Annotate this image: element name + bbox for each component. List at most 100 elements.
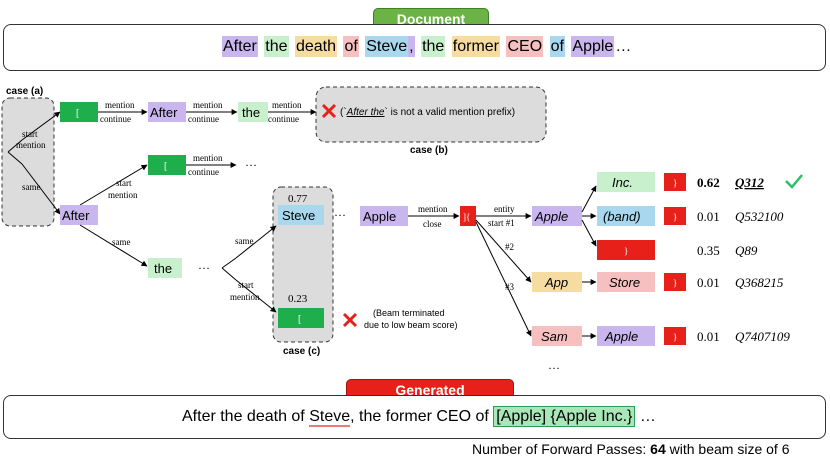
edge-root-bracket <box>21 111 61 141</box>
svg-text:[: [ <box>164 161 167 172</box>
node-inc <box>597 172 655 192</box>
score-023: 0.23 <box>288 293 308 305</box>
generated-panel <box>3 395 826 439</box>
node-store <box>597 272 655 292</box>
node-after-2 <box>60 205 98 225</box>
cand-app: App <box>544 275 568 290</box>
svg-text:mention: mention <box>108 190 138 200</box>
svg-text:}: } <box>673 212 677 222</box>
dots-bottom: ··· <box>548 361 560 375</box>
score-077: 0.77 <box>288 193 308 205</box>
qid-row-2: Q532100 <box>735 209 784 224</box>
qid-row-4: Q368215 <box>735 275 784 290</box>
document-token: , <box>408 36 415 57</box>
svg-text:the: the <box>154 261 172 276</box>
document-token: of <box>343 36 359 57</box>
svg-text:#3: #3 <box>505 282 515 292</box>
generated-text: After the death of Steve, the former CEO… <box>182 406 656 427</box>
svg-text:[: [ <box>76 108 79 119</box>
svg-text:mention: mention <box>230 292 260 302</box>
svg-text:After: After <box>62 208 90 223</box>
score-row-1: 0.62 <box>697 175 720 190</box>
svg-text:Apple: Apple <box>363 209 396 224</box>
document-text: After the death of Steve, the former CEO… <box>222 36 632 57</box>
close-box-5 <box>664 327 686 345</box>
svg-text:}: } <box>673 332 677 342</box>
score-row-5: 0.01 <box>697 329 720 344</box>
svg-text:mention: mention <box>418 204 448 214</box>
label-continue-1: continue <box>100 114 131 124</box>
svg-text:After: After <box>150 105 178 120</box>
label-mention-1: mention <box>105 100 135 110</box>
label-mention-3: mention <box>272 100 302 110</box>
cand-store: Store <box>609 275 640 290</box>
node-the-2 <box>148 258 182 278</box>
x-icon-b <box>321 103 337 119</box>
beam-note-2: due to low beam score) <box>364 320 458 330</box>
gen-before: After the death of <box>182 408 310 425</box>
dots-right: ··· <box>334 208 346 222</box>
node-bracket-1 <box>60 102 98 122</box>
document-token: of <box>549 36 565 57</box>
case-a-label: case (a) <box>6 86 43 97</box>
node-steve <box>278 205 324 225</box>
cand-band: (band) <box>603 209 641 224</box>
qid-row-1: Q312 <box>735 175 764 190</box>
dots-mid: ··· <box>198 261 210 275</box>
score-row-2: 0.01 <box>697 209 720 224</box>
node-close-q89 <box>597 240 655 260</box>
gen-link: [Apple] {Apple Inc.} <box>493 406 636 427</box>
svg-text:entity: entity <box>494 204 515 214</box>
document-token: death <box>294 36 337 57</box>
svg-text:continue: continue <box>188 167 219 177</box>
svg-text:[: [ <box>298 314 301 325</box>
case-c-label: case (c) <box>283 346 320 357</box>
svg-text:start #1: start #1 <box>488 218 515 228</box>
document-token: CEO <box>506 36 544 57</box>
score-row-4: 0.01 <box>697 275 720 290</box>
case-c-panel <box>272 186 334 343</box>
close-box-1 <box>664 173 686 191</box>
dots-top: ··· <box>245 158 257 172</box>
svg-text:start: start <box>116 178 132 188</box>
qid-row-3: Q89 <box>735 243 758 258</box>
node-apple-main <box>360 206 408 226</box>
node-sam <box>532 326 582 346</box>
node-app <box>532 272 582 292</box>
node-apple-ent <box>532 206 582 226</box>
label-mention-2: mention <box>193 100 223 110</box>
node-the-1 <box>238 102 268 122</box>
score-row-3: 0.35 <box>697 243 720 258</box>
gen-after: … <box>635 408 656 425</box>
label-continue-2: continue <box>188 114 219 124</box>
svg-text:close: close <box>423 219 442 229</box>
label-continue-3: continue <box>268 114 299 124</box>
document-token: After <box>222 36 258 57</box>
svg-text:}: } <box>624 246 628 256</box>
qid-row-5: Q7407109 <box>735 329 790 344</box>
forward-pass-note: Number of Forward Passes: 64 with beam s… <box>472 441 790 457</box>
svg-text:]{: ]{ <box>463 212 470 222</box>
case-a-panel <box>1 97 55 227</box>
cand-inc: Inc. <box>612 175 633 190</box>
svg-text:Steve: Steve <box>282 208 315 223</box>
beam-note-1: (Beam terminated <box>373 308 445 318</box>
node-apple-sam <box>597 326 655 346</box>
svg-text:same: same <box>112 237 131 247</box>
close-box-4 <box>664 273 686 291</box>
label-same: same <box>22 182 41 192</box>
edge-after-the <box>79 224 148 267</box>
node-band <box>597 206 655 226</box>
node-bracket-3 <box>278 308 324 328</box>
svg-text:#2: #2 <box>505 242 514 252</box>
document-token: former <box>451 36 501 57</box>
svg-text:the: the <box>242 105 260 120</box>
cand-sam: Sam <box>541 329 568 344</box>
document-token: the <box>421 36 446 57</box>
check-icon <box>785 174 803 189</box>
edge-root-after <box>21 163 61 215</box>
cand-apple-2: Apple <box>604 329 638 344</box>
svg-text:mention: mention <box>193 153 223 163</box>
